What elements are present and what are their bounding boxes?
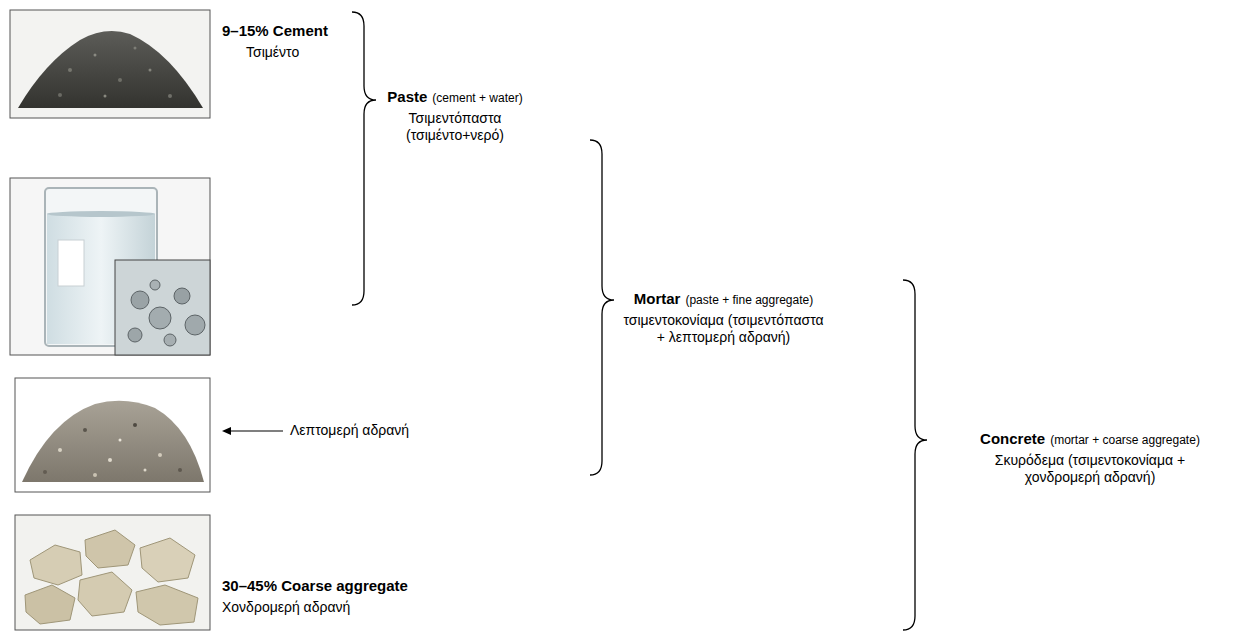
water-photo-part <box>10 178 210 355</box>
coarse-aggregate-photo-part <box>25 585 75 624</box>
mortar-brace <box>590 140 614 475</box>
cement-photo-part <box>68 68 72 72</box>
water-photo-part <box>149 307 171 329</box>
fine-aggregate-photo <box>15 378 210 492</box>
water-photo-part <box>115 260 210 355</box>
fine-aggregate-photo-part <box>83 428 87 432</box>
caption-row: Mortar (paste + fine aggregate) <box>616 290 831 308</box>
greek-label: τσιμεντοκονίαμα (τσιμεντόπαστα + λεπτομε… <box>619 312 829 346</box>
fine-aggregate-photo-part <box>133 423 137 427</box>
cement-photo <box>10 10 210 118</box>
fine-aggregate-photo-part <box>43 470 47 474</box>
mix-formula: (cement + water) <box>432 91 522 105</box>
caption-row: Χονδρομερή αδρανή <box>222 599 462 616</box>
caption-row: τσιμεντοκονίαμα (τσιμεντόπαστα + λεπτομε… <box>616 312 831 346</box>
paste-brace <box>352 12 376 305</box>
mortar-caption: Mortar (paste + fine aggregate) τσιμεντοκο… <box>616 290 831 346</box>
concrete-caption: Concrete (mortar + coarse aggregate) Σκυρό… <box>932 430 1248 486</box>
mix-name: Mortar <box>634 290 681 308</box>
fine-aggregate-photo-part <box>108 458 112 462</box>
cement-photo-part <box>58 93 62 97</box>
cement-photo-part <box>104 95 107 98</box>
cement-photo-part <box>149 69 152 72</box>
leader-arrow-part <box>230 430 283 431</box>
water-photo-part <box>58 240 84 286</box>
cement-photo-part <box>10 10 210 118</box>
component-label: 9–15% Cement <box>222 22 328 40</box>
water-photo-part <box>185 315 205 335</box>
water-photo-part <box>174 288 190 304</box>
caption-row: Concrete (mortar + coarse aggregate) <box>932 430 1248 448</box>
water-photo-part <box>128 328 142 342</box>
coarse-aggregate-photo-part <box>85 530 135 568</box>
cement-photo-part <box>18 31 203 108</box>
mix-name: Concrete <box>980 430 1045 448</box>
greek-label: Σκυρόδεμα (τσιμεντοκονίαμα + χονδρομερή … <box>973 452 1208 486</box>
cement-photo-part <box>94 54 97 57</box>
coarse-aggregate-caption: 30–45% Coarse aggregateΧονδρομερή αδρανή <box>222 577 462 616</box>
greek-label: Τσιμεντόπαστα (τσιμέντο+νερό) <box>390 110 520 144</box>
leader-arrow <box>222 427 283 435</box>
caption-row: Τσιμέντο <box>222 44 347 61</box>
fine-aggregate-photo-part <box>15 378 210 492</box>
fine-aggregate-photo-part <box>119 439 122 442</box>
water-photo-part <box>131 291 149 309</box>
caption-row: 9–15% Cement <box>222 22 347 40</box>
cement-photo-part <box>134 47 137 50</box>
cement-photo-part <box>168 94 172 98</box>
cement-photo-part <box>118 78 122 82</box>
water-photo-part <box>164 334 176 346</box>
fine-aggregate-photo-part <box>93 473 97 477</box>
water-photo-part <box>47 211 155 217</box>
caption-row: Τσιμεντόπαστα (τσιμέντο+νερό) <box>380 110 530 144</box>
coarse-aggregate-photo-part <box>140 538 195 582</box>
fine-aggregate-caption: Λεπτομερή αδρανή <box>290 422 460 439</box>
mix-formula: (paste + fine aggregate) <box>685 293 813 307</box>
fine-aggregate-photo-part <box>144 469 147 472</box>
coarse-aggregate-photo-part <box>30 545 82 585</box>
paste-caption: Paste (cement + water) Τσιμεντόπαστα (τσιμ… <box>380 88 530 144</box>
fine-aggregate-photo-part <box>58 448 62 452</box>
caption-row: 30–45% Coarse aggregate <box>222 577 462 595</box>
fine-aggregate-photo-part <box>22 401 204 482</box>
coarse-aggregate-photo-part <box>136 585 198 625</box>
greek-label: Λεπτομερή αδρανή <box>290 422 409 439</box>
fine-aggregate-photo-part <box>178 468 182 472</box>
coarse-aggregate-photo-part <box>15 515 210 630</box>
water-photo-part <box>150 280 160 290</box>
mix-formula: (mortar + coarse aggregate) <box>1050 433 1200 447</box>
greek-label: Χονδρομερή αδρανή <box>222 599 350 616</box>
coarse-aggregate-photo <box>15 515 210 630</box>
brace <box>352 12 927 630</box>
water-photo <box>10 178 210 355</box>
caption-row: Σκυρόδεμα (τσιμεντοκονίαμα + χονδρομερή … <box>932 452 1248 486</box>
fine-aggregate-photo-part <box>158 453 162 457</box>
coarse-aggregate-photo-part <box>78 572 132 616</box>
leader-arrow-part <box>222 427 231 435</box>
component-label: 30–45% Coarse aggregate <box>222 577 408 595</box>
caption-row: Λεπτομερή αδρανή <box>290 422 460 439</box>
concrete-brace <box>903 280 927 630</box>
caption-row: Paste (cement + water) <box>380 88 530 106</box>
mix-name: Paste <box>387 88 427 106</box>
cement-caption: 9–15% CementΤσιμέντο <box>222 22 347 61</box>
greek-label: Τσιμέντο <box>246 44 299 61</box>
